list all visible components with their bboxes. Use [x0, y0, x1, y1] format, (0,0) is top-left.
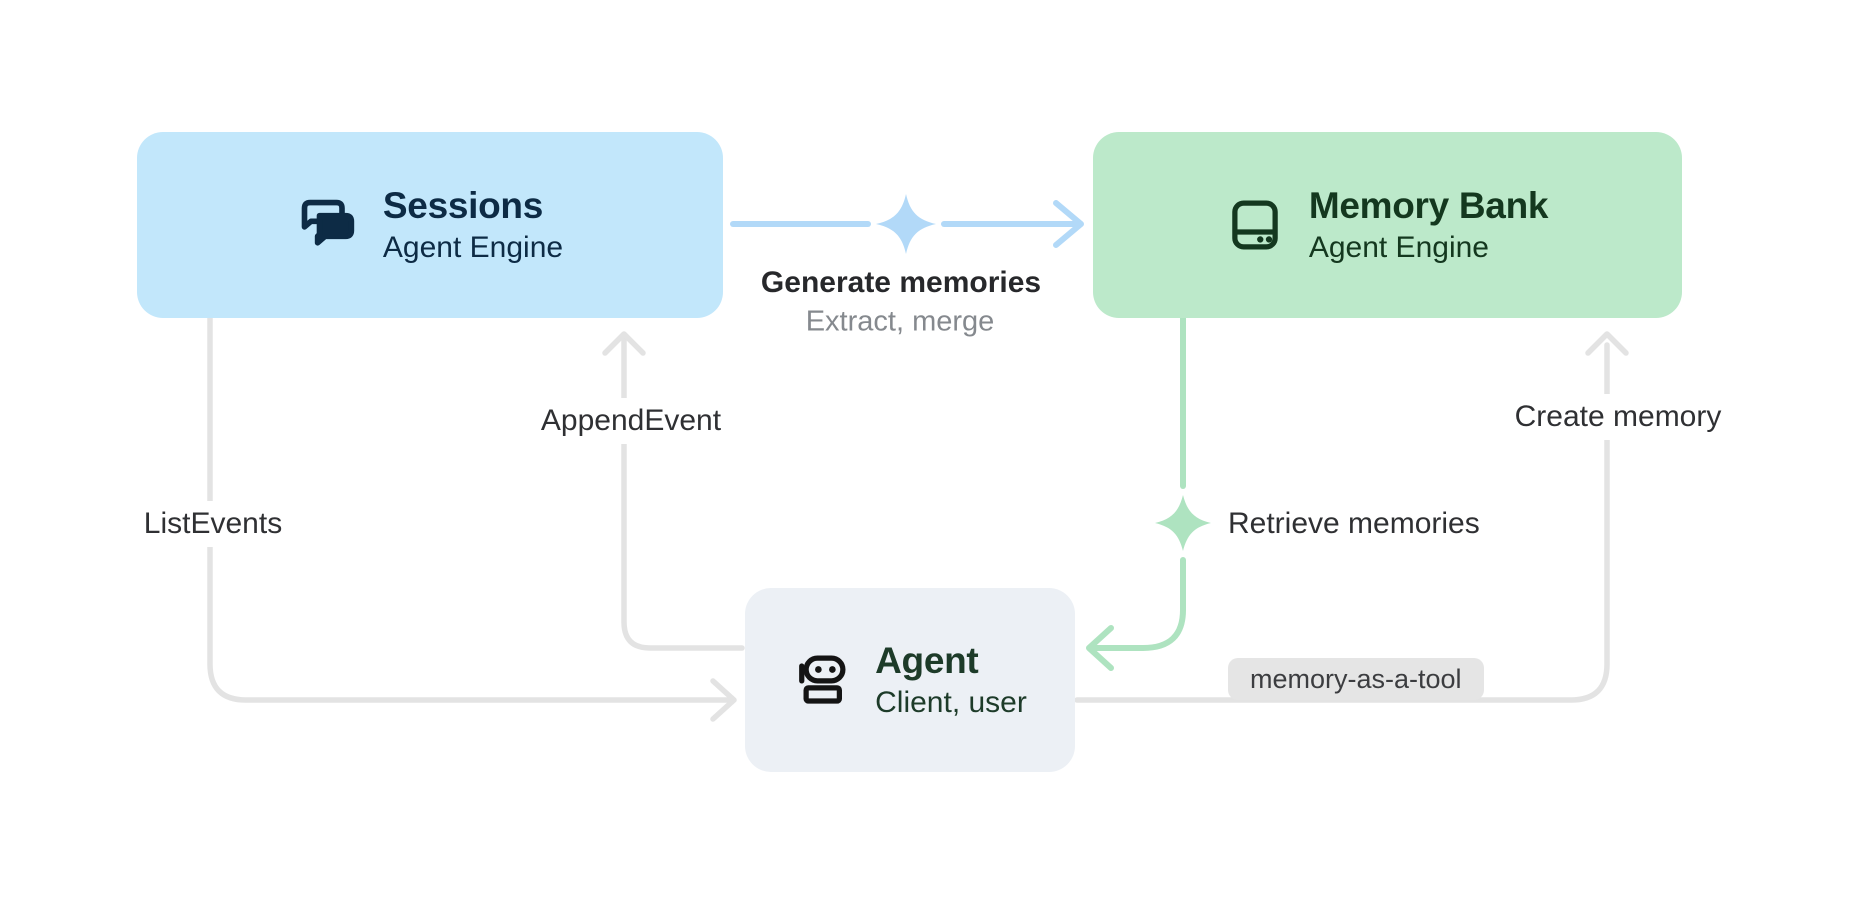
edge-label-append-event: AppendEvent — [530, 398, 732, 444]
node-agent: Agent Client, user — [745, 588, 1075, 772]
edge-sublabel-extract-merge: Extract, merge — [795, 305, 1005, 339]
arrowhead-right-icon — [710, 678, 737, 722]
arrowhead-left-icon — [1086, 625, 1114, 671]
edge-list-events — [207, 315, 737, 722]
arrowhead-up-icon — [1585, 331, 1629, 356]
edge-generate-memories — [730, 194, 1084, 254]
edge-label-create-memory: Create memory — [1504, 394, 1732, 440]
node-memory-bank: Memory Bank Agent Engine — [1093, 132, 1682, 318]
node-subtitle: Agent Engine — [382, 231, 564, 265]
node-title: Memory Bank — [1308, 184, 1549, 226]
storage-icon — [1227, 197, 1283, 253]
edge-label-list-events: ListEvents — [133, 501, 293, 547]
edge-label-retrieve-memories: Retrieve memories — [1228, 507, 1480, 540]
node-title: Sessions — [382, 184, 543, 226]
sparkle-icon — [876, 194, 936, 254]
chat-forum-icon — [297, 195, 357, 255]
robot-icon — [793, 652, 849, 708]
node-subtitle: Agent Engine — [1308, 231, 1489, 265]
node-subtitle: Client, user — [875, 686, 1027, 720]
edge-retrieve-memories — [1086, 315, 1211, 671]
arrowhead-right-icon — [1053, 200, 1084, 248]
edge-append-event — [602, 331, 745, 651]
edge-label-generate-memories: Generate memories — [750, 264, 1052, 302]
sparkle-icon — [1155, 495, 1211, 551]
node-title: Agent — [875, 639, 979, 681]
arrowhead-up-icon — [602, 331, 646, 356]
edge-create-memory — [1074, 331, 1629, 703]
memory-as-a-tool-badge: memory-as-a-tool — [1228, 658, 1484, 700]
node-sessions: Sessions Agent Engine — [137, 132, 723, 318]
